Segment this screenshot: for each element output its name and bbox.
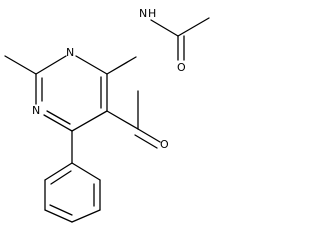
atom-label-o-amide: O <box>177 61 186 74</box>
bond-acetyl-o-double <box>134 134 158 149</box>
bond-n3-c4 <box>75 55 108 75</box>
bond-c5-carbonyl <box>106 110 139 130</box>
bond-c5-c6 <box>71 110 108 132</box>
bond-ph6-ph1-double <box>50 170 72 185</box>
bond-ph6-ph1 <box>44 162 73 181</box>
acetyl-group <box>106 90 161 149</box>
atom-label-n-amide: N <box>139 7 147 20</box>
bond-ph4-ph5-double <box>49 204 73 216</box>
bond-ph4-ph5 <box>44 209 73 223</box>
atom-label-n-ring-top: N <box>66 46 74 59</box>
bond-ph1-ph2 <box>71 162 101 181</box>
bond-nh-carbonyl <box>150 19 179 37</box>
bond-acetyl-o <box>137 128 161 143</box>
bond-carbonyl-methyl <box>177 17 210 37</box>
acetamido-group <box>106 17 210 75</box>
bond-c4-nh <box>106 56 137 75</box>
atom-label-h-amide: H <box>148 7 156 20</box>
atom-label-n-ring-left: N <box>32 104 40 117</box>
bond-c6-n1 <box>43 114 73 132</box>
atom-label-o-acetyl: O <box>160 138 169 151</box>
phenyl-ring <box>44 130 101 223</box>
pyrimidine-ring <box>35 55 108 132</box>
bond-c2-n3 <box>35 55 67 75</box>
methyl-bond <box>4 55 37 75</box>
molecule-structure-diagram: N H O N N O <box>4 7 210 223</box>
bond-c6-n1-double <box>46 110 71 125</box>
bond-ph3-ph4 <box>71 209 101 223</box>
